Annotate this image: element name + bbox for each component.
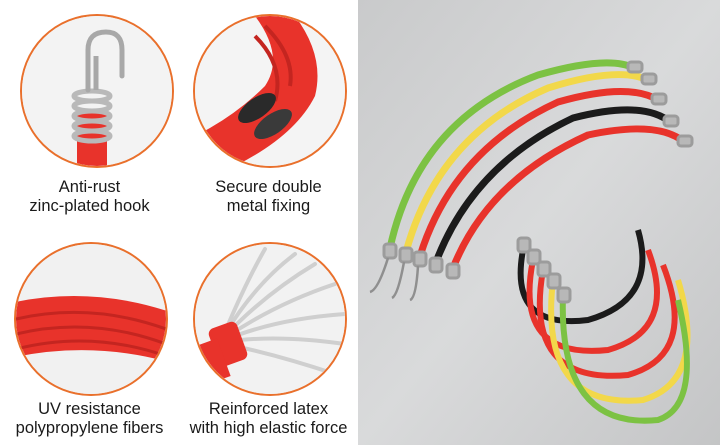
feature-fibers-caption: UV resistance polypropylene fibers [0, 400, 179, 438]
feature-latex-caption: Reinforced latex with high elastic force [179, 400, 358, 438]
feature-hook-line1: Anti-rust [58, 178, 121, 196]
feature-fibers-line2: polypropylene fibers [15, 419, 164, 437]
feature-fibers-line1: UV resistance [38, 400, 141, 418]
hook-closeup-icon [20, 14, 174, 168]
feature-latex-line2: with high elastic force [189, 419, 348, 437]
bungee-cords-photo-icon [358, 0, 720, 445]
feature-hook: Anti-rust zinc-plated hook [0, 0, 179, 222]
fiber-closeup-icon [14, 242, 168, 396]
product-photo [358, 0, 720, 445]
feature-fixing-line2: metal fixing [226, 197, 311, 215]
feature-fixing-line1: Secure double [215, 178, 322, 196]
feature-fixing-caption: Secure double metal fixing [179, 178, 358, 216]
feature-fixing: Secure double metal fixing [179, 0, 358, 222]
feature-hook-line2: zinc-plated hook [29, 197, 150, 215]
double-fixing-closeup-icon [193, 14, 347, 168]
feature-panel: Anti-rust zinc-plated hook Secure double… [0, 0, 358, 445]
feature-latex-line1: Reinforced latex [208, 400, 329, 418]
latex-strands-closeup-icon [193, 242, 347, 396]
feature-latex: Reinforced latex with high elastic force [179, 222, 358, 444]
feature-hook-caption: Anti-rust zinc-plated hook [0, 178, 179, 216]
feature-fibers: UV resistance polypropylene fibers [0, 222, 179, 444]
